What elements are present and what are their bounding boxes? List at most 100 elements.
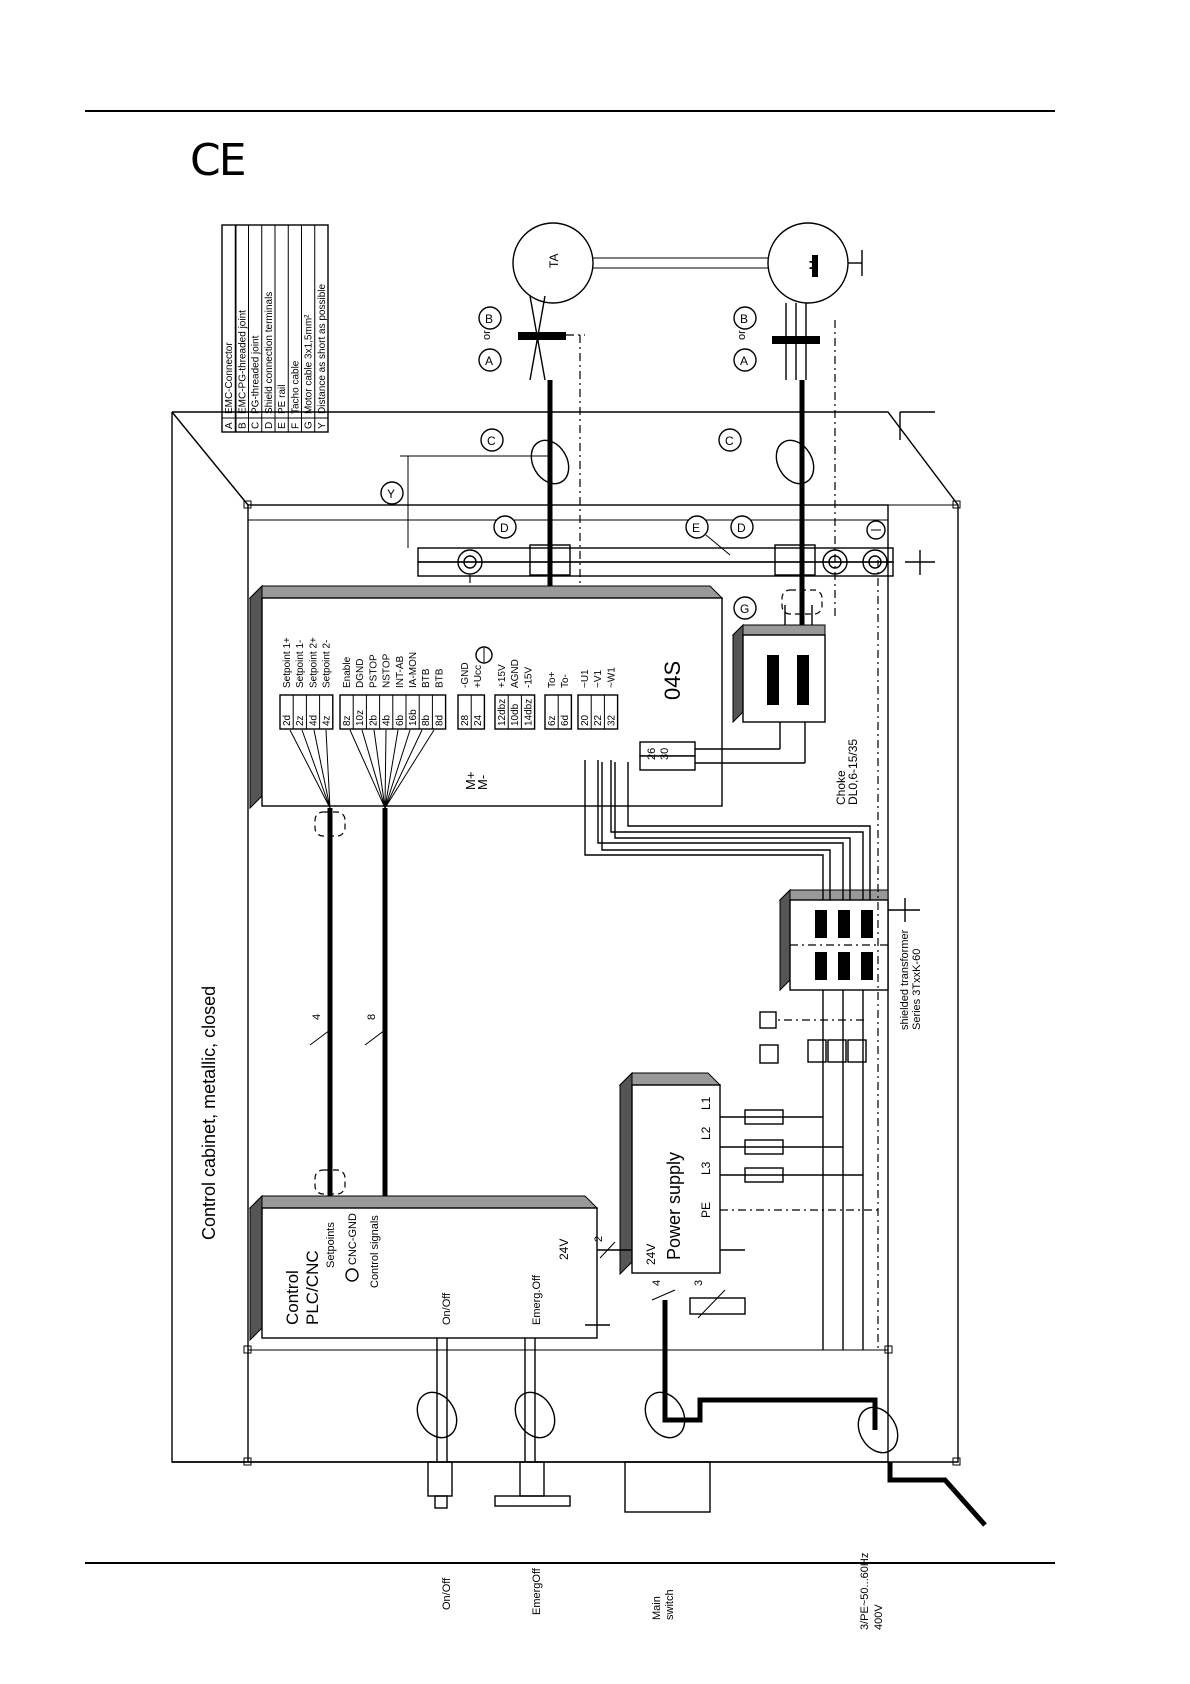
svg-text:C: C [487,434,496,448]
ce-mark: CE [190,135,247,186]
svg-text:L3: L3 [699,1161,713,1175]
tacho-connector: A or B [478,295,585,381]
legend-key: E [277,422,288,429]
svg-text:switch: switch [664,1589,676,1620]
control-cabinet: Control cabinet, metallic, closed [171,411,961,1466]
svg-text:On/Off: On/Off [441,1292,453,1325]
legend-text: PG-threaded joint [251,335,262,414]
svg-text:PE: PE [699,1202,713,1218]
terminal-name: INT-AB [395,655,406,688]
shield-terminal-tacho: D [493,515,571,576]
cable-glands [416,1338,899,1462]
svg-text:B: B [485,312,493,326]
svg-text:M-: M- [475,775,490,790]
svg-text:On/Off: On/Off [441,1577,453,1610]
terminal-pin: 22 [593,714,604,726]
svg-text:400V: 400V [873,1604,885,1630]
svg-text:PLC/CNC: PLC/CNC [303,1250,322,1325]
terminal-pin: 20 [580,714,591,726]
terminal-name: Setpoint 2- [322,640,333,688]
terminal-pin: 4z [322,715,333,726]
cabinet-title: Control cabinet, metallic, closed [199,986,219,1240]
control-plc-cnc: Control PLC/CNC Setpoints CNC-GND Contro… [248,1194,610,1342]
svg-text:B: B [740,312,748,326]
svg-text:C: C [725,434,734,448]
svg-text:24V: 24V [557,1239,571,1260]
terminal-name: ~W1 [606,667,617,688]
legend-text: EMC-PG-threaded joint [237,310,248,414]
terminal-block [494,694,536,730]
external-devices: On/Off EmergOff Main switch 3/PE~50...60… [427,1461,885,1630]
svg-text:Setpoints: Setpoints [325,1222,337,1268]
bottom-rule [85,1562,1055,1564]
svg-text:or: or [481,330,493,340]
terminal-pin: 6b [395,714,406,726]
legend-text: Shield connection terminals [264,292,275,414]
terminal-name: To+ [547,671,558,688]
svg-text:24V: 24V [644,1244,658,1265]
terminal-name: +Ucc [473,665,484,688]
terminal-name: To- [560,674,571,688]
svg-text:A: A [740,354,748,368]
terminal-name: IA-MON [408,652,419,688]
terminal-name: NSTOP [382,653,393,688]
svg-text:3: 3 [693,1280,705,1286]
terminal-name: DGND [355,659,366,688]
svg-text:Main: Main [651,1596,663,1620]
svg-text:or: or [736,330,748,340]
terminal-name: ~U1 [580,669,591,688]
svg-text:CNC-GND: CNC-GND [347,1213,359,1265]
svg-text:G: G [740,602,749,616]
svg-text:Series 3TxxK-60: Series 3TxxK-60 [911,949,923,1030]
terminal-name: +15V [497,664,508,688]
terminal-pin: 2z [295,715,306,726]
svg-text:Emerg.Off: Emerg.Off [531,1274,543,1325]
svg-text:A: A [485,354,493,368]
terminal-name: Setpoint 2+ [308,637,319,688]
svg-text:D: D [737,521,746,535]
svg-text:4: 4 [651,1280,663,1286]
pg-joint-motor: C [718,428,815,485]
terminal-pin: 8z [342,715,353,726]
svg-text:L2: L2 [699,1126,713,1140]
terminal-pin: 10db [510,703,521,726]
supply-fuses [720,1044,878,1211]
svg-text:4: 4 [311,1014,323,1020]
tacho-generator: TA [512,222,594,304]
shield-terminal-motor: D [730,515,816,576]
terminal-name: Setpoint 1+ [282,637,293,688]
power-supply: 24V Power supply PE L3 L2 L1 2 [593,1071,745,1276]
terminal-pin: 28 [460,714,471,726]
svg-text:D: D [500,521,509,535]
legend-key: D [264,422,275,429]
legend-key: A [224,422,235,429]
top-rule [85,110,1055,112]
pg-joint-tacho: C [480,428,570,485]
svg-text:shielded transformer: shielded transformer [899,929,911,1030]
legend-text: Distance as short as possible [317,283,328,414]
terminal-pin: 24 [473,714,484,726]
terminal-pin: 8b [421,714,432,726]
legend-key: G [304,421,315,429]
terminal-pin: 2d [282,715,293,726]
terminal-pin: 32 [606,714,617,726]
terminal-pin: 4d [308,715,319,726]
legend-text: EMC-Connector [224,342,235,414]
svg-text:26: 26 [646,748,658,760]
legend-key: F [290,423,301,429]
svg-text:Y: Y [387,487,395,501]
terminal-pin: 10z [355,710,366,726]
terminal-pin: 12dbz [497,699,508,726]
tacho-label: TA [547,254,561,268]
drive-name: 04S [660,661,685,700]
legend-key: C [251,422,262,429]
terminal-pin: 6z [547,715,558,726]
legend-text: Motor cable 3x1,5mm² [304,314,315,414]
choke: Choke DL0,6-15/35 [695,605,860,805]
terminal-name: BTB [421,668,432,688]
terminal-name: AGND [510,659,521,688]
motor-breaker [759,560,879,1350]
